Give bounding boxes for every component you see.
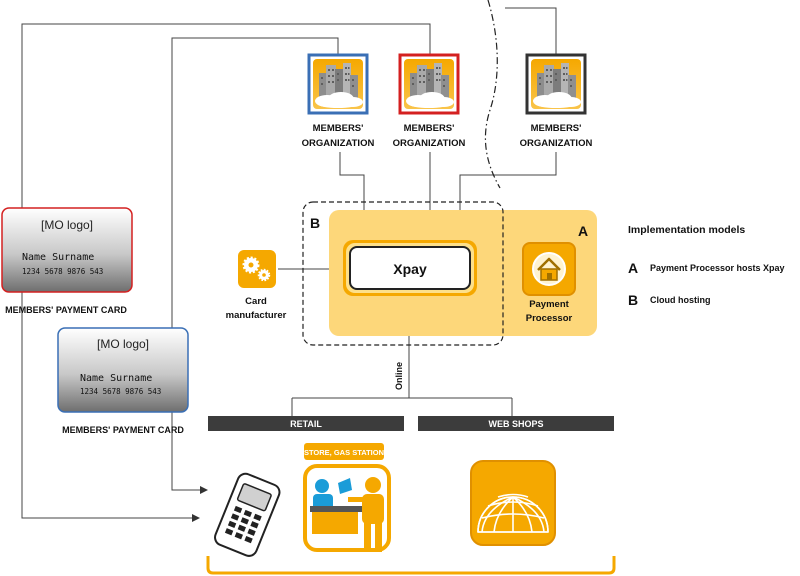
legend-title: Implementation models bbox=[628, 224, 745, 236]
card-holder-name: Name Surname bbox=[22, 252, 94, 263]
city-icon bbox=[404, 59, 454, 109]
channel-retail: RETAIL bbox=[208, 416, 404, 431]
counter bbox=[310, 506, 362, 512]
payment-processor-line2: Processor bbox=[526, 313, 573, 324]
card-manufacturer-line2: manufacturer bbox=[226, 310, 287, 321]
channel-web-shops-label: WEB SHOPS bbox=[488, 419, 543, 429]
zone-b-label: B bbox=[310, 215, 320, 231]
connector-lines bbox=[21, 7, 557, 522]
card-logo: [MO logo] bbox=[41, 218, 93, 232]
card-caption: MEMBERS' PAYMENT CARD bbox=[5, 305, 127, 315]
channel-retail-label: RETAIL bbox=[290, 419, 322, 429]
organization-label-line1: MEMBERS' bbox=[313, 123, 364, 134]
organization-label-line2: ORGANIZATION bbox=[393, 138, 466, 149]
member-organization-2: MEMBERS' ORGANIZATION bbox=[393, 53, 466, 149]
card-manufacturer: Card manufacturer bbox=[226, 250, 287, 321]
organization-label-line1: MEMBERS' bbox=[404, 123, 455, 134]
legend-key-b: B bbox=[628, 292, 638, 308]
gears-icon bbox=[242, 256, 271, 282]
city-icon bbox=[313, 59, 363, 109]
channel-web-shops: WEB SHOPS bbox=[418, 416, 614, 431]
legend-key-a: A bbox=[628, 260, 638, 276]
card-number: 1234 5678 9876 543 bbox=[80, 387, 161, 396]
counter-base bbox=[312, 512, 358, 534]
member-organization-3: MEMBERS' ORGANIZATION bbox=[520, 53, 593, 149]
store-gas-station: STORE, GAS STATION bbox=[303, 443, 391, 552]
card-manufacturer-line1: Card bbox=[245, 296, 267, 307]
online-label: Online bbox=[394, 362, 404, 390]
member-organization-1: MEMBERS' ORGANIZATION bbox=[302, 53, 375, 149]
zone-a-label: A bbox=[578, 223, 588, 239]
xpay-platform: Xpay bbox=[343, 240, 477, 296]
city-icon bbox=[531, 59, 581, 109]
legend-text-b: Cloud hosting bbox=[650, 295, 711, 305]
organization-label-line2: ORGANIZATION bbox=[520, 138, 593, 149]
legend-text-a: Payment Processor hosts Xpay bbox=[650, 263, 785, 273]
web-shop bbox=[470, 460, 556, 546]
members-payment-card-2: [MO logo] Name Surname 1234 5678 9876 54… bbox=[57, 327, 189, 435]
card-caption: MEMBERS' PAYMENT CARD bbox=[62, 425, 184, 435]
card-logo: [MO logo] bbox=[97, 337, 149, 351]
store-label: STORE, GAS STATION bbox=[304, 448, 384, 457]
pos-terminal-icon bbox=[214, 472, 281, 557]
organization-label-line1: MEMBERS' bbox=[531, 123, 582, 134]
xpay-label: Xpay bbox=[393, 261, 427, 277]
separator-curve bbox=[484, 0, 501, 189]
payment-processor: Payment Processor bbox=[522, 242, 576, 324]
zone-b bbox=[302, 201, 504, 346]
members-payment-card-1: [MO logo] Name Surname 1234 5678 9876 54… bbox=[1, 207, 133, 315]
customer-icon bbox=[348, 477, 384, 552]
payment-processor-line1: Payment bbox=[529, 299, 569, 310]
card-number: 1234 5678 9876 543 bbox=[22, 267, 103, 276]
home-icon bbox=[532, 252, 566, 286]
card-holder-name: Name Surname bbox=[80, 373, 152, 384]
bottom-bracket bbox=[206, 556, 616, 575]
legend: Implementation models A Payment Processo… bbox=[628, 224, 785, 308]
organization-label-line2: ORGANIZATION bbox=[302, 138, 375, 149]
globe-icon bbox=[477, 493, 549, 533]
